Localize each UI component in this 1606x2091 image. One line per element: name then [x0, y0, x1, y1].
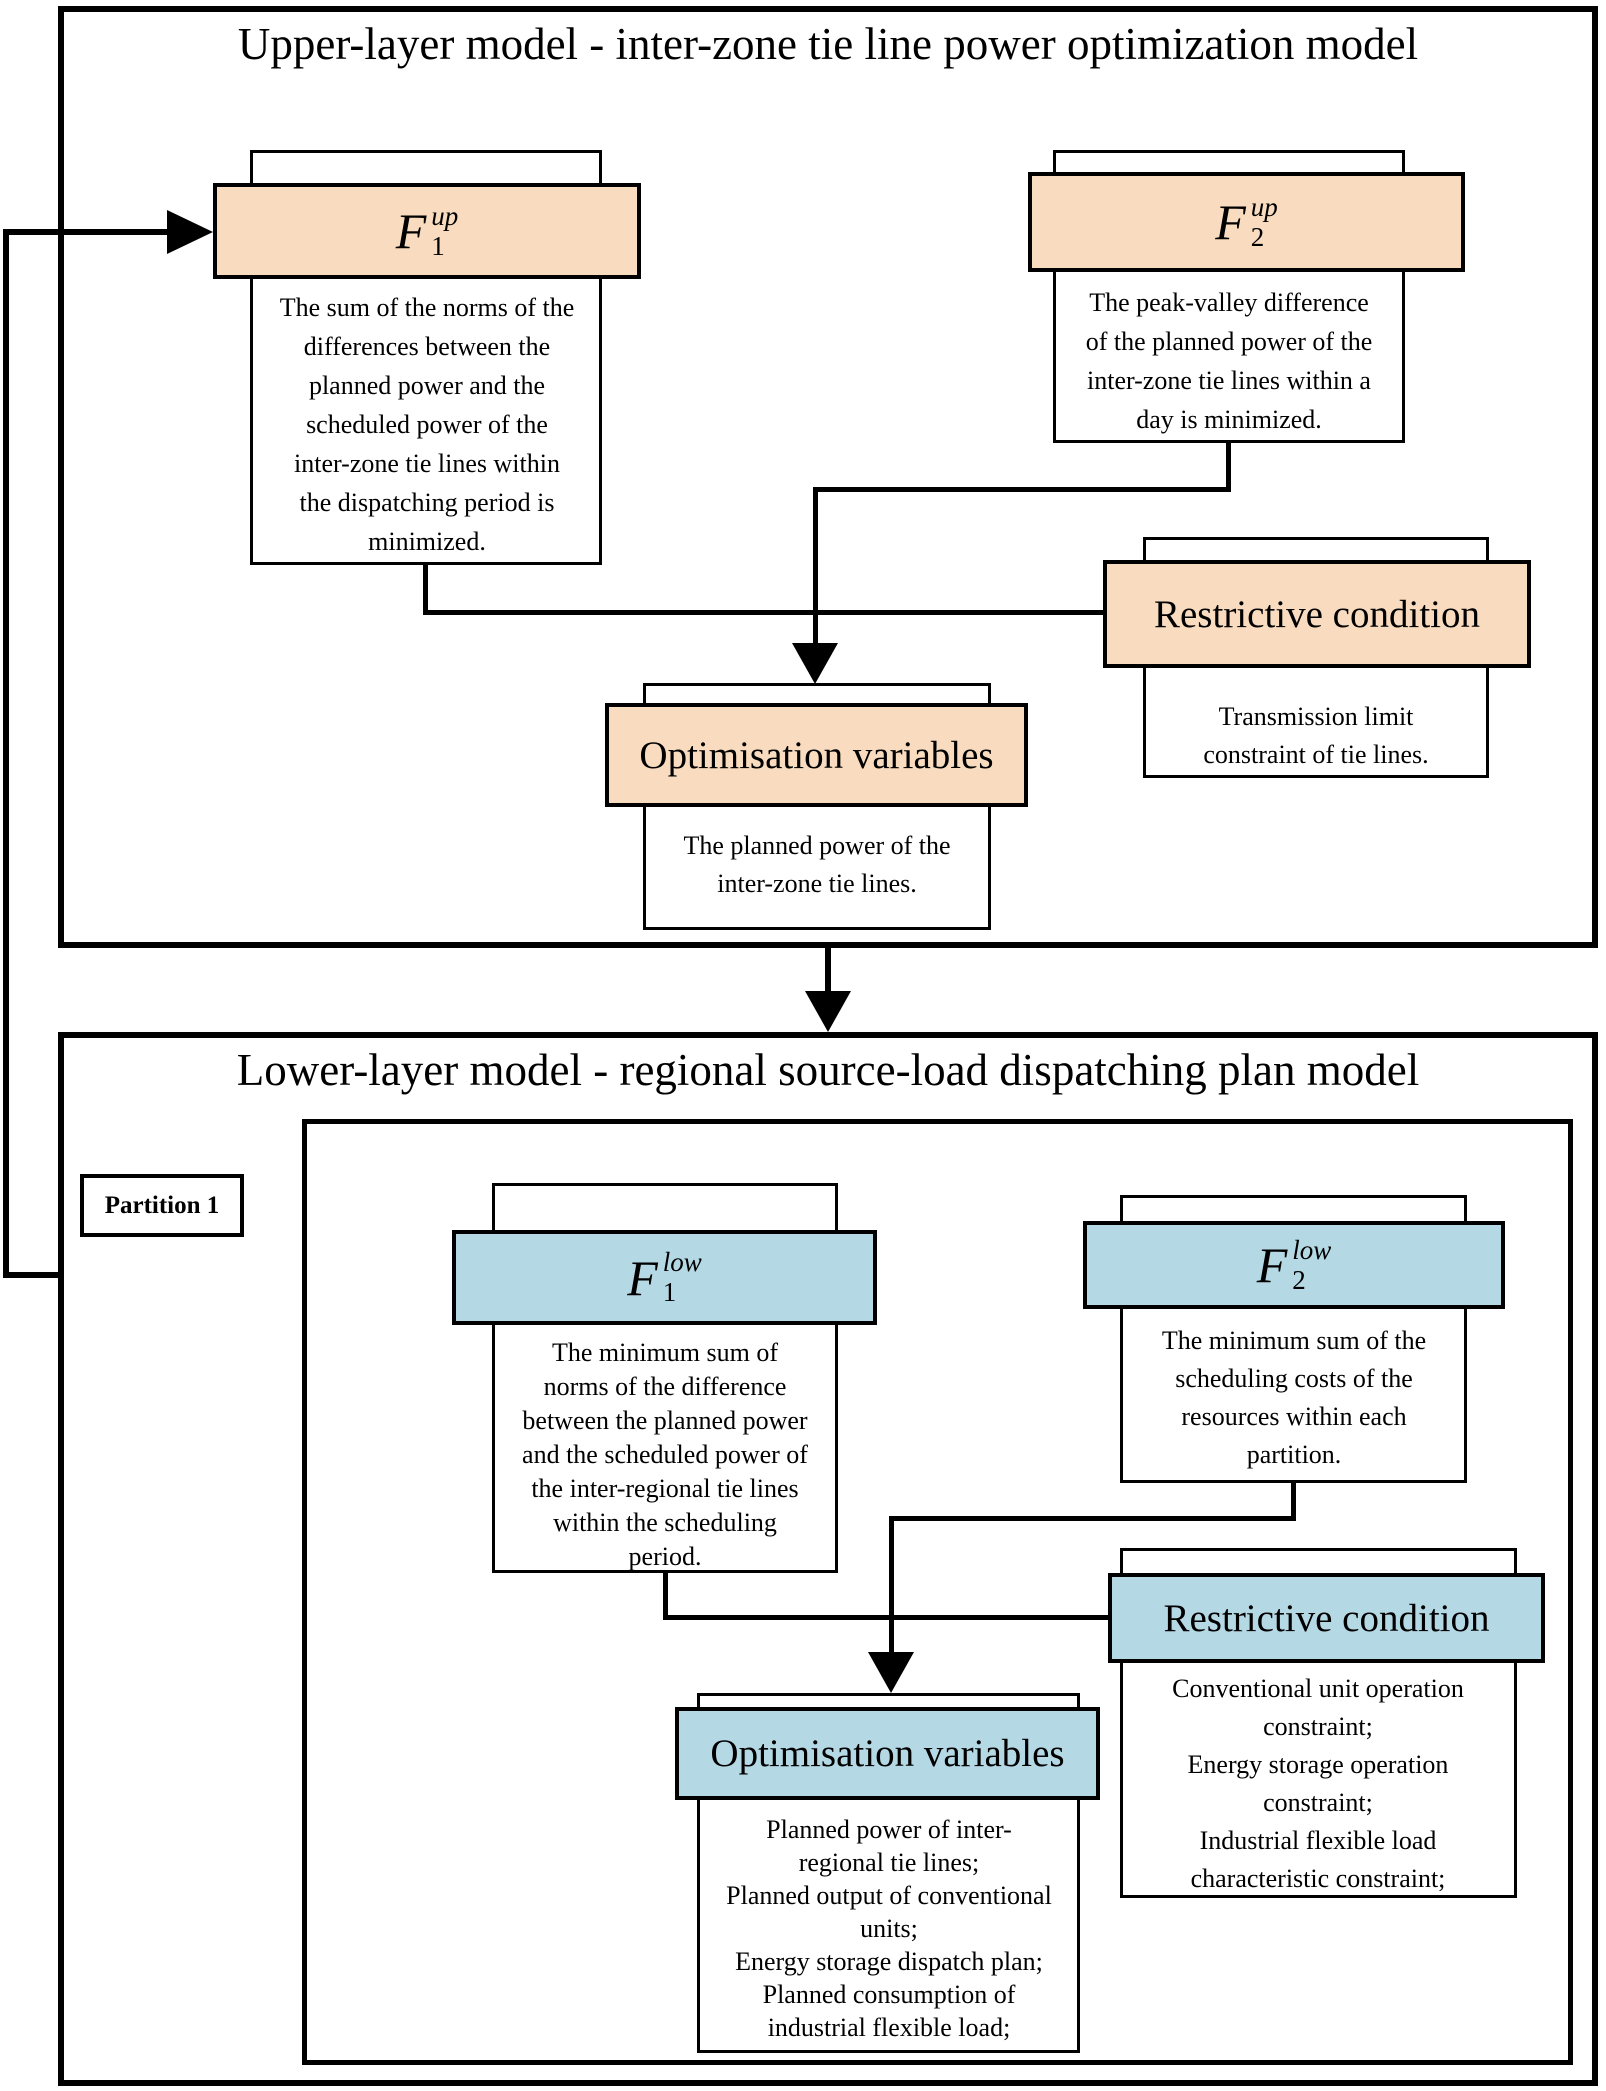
f1up-header: F up 1	[213, 183, 641, 279]
f1up-symbol-sup: up	[431, 200, 459, 231]
f2low-symbol-base: F	[1256, 1237, 1288, 1293]
f1low-header: F low 1	[452, 1230, 877, 1325]
f1low-drop-line	[663, 1571, 668, 1620]
feedback-line-horizontal-top	[3, 229, 173, 235]
lower-optvar-arrow-line	[889, 1516, 894, 1656]
f2up-horizontal-line	[813, 487, 1231, 492]
partition-1-label: Partition 1	[104, 1191, 220, 1219]
upper-optvar-label: Optimisation variables	[639, 733, 994, 777]
f2up-symbol-sup: up	[1250, 191, 1278, 222]
partition-s-box	[302, 1119, 1573, 2065]
f1low-symbol-sub: 1	[662, 1277, 677, 1307]
f1low-symbol-base: F	[627, 1249, 658, 1306]
f1up-symbol: F up 1	[395, 200, 459, 261]
feedback-line-vertical	[3, 229, 9, 1278]
f1up-symbol-base: F	[395, 203, 427, 259]
f2low-description: The minimum sum of the scheduling costs …	[1161, 1326, 1427, 1469]
f2up-header: F up 2	[1028, 172, 1465, 272]
lower-optvar-down-arrowhead-icon	[868, 1652, 914, 1693]
upper-restrictive-description: Transmission limit constraint of tie lin…	[1203, 702, 1429, 769]
feedback-right-arrowhead-icon	[167, 210, 213, 254]
f2low-horizontal-line	[889, 1516, 1296, 1521]
f1up-drop-line	[423, 563, 428, 615]
f2low-symbol: F low 2	[1256, 1234, 1332, 1295]
f2up-drop-line	[1226, 441, 1231, 492]
f2low-header: F low 2	[1083, 1221, 1505, 1309]
f1low-symbol: F low 1	[627, 1249, 702, 1306]
lower-restrictive-header: Restrictive condition	[1108, 1573, 1545, 1663]
lower-optvar-description: Planned power of inter- regional tie lin…	[726, 1815, 1052, 2042]
upper-model-title: Upper-layer model - inter-zone tie line …	[237, 19, 1419, 69]
upper-optvar-down-arrowhead-icon	[792, 643, 838, 684]
lower-optvar-label: Optimisation variables	[710, 1732, 1065, 1775]
partition-1-box: Partition 1	[80, 1174, 244, 1237]
lower-model-title: Lower-layer model - regional source-load…	[236, 1045, 1420, 1095]
f2up-symbol-sub: 2	[1250, 221, 1265, 252]
upper-restrictive-label: Restrictive condition	[1153, 592, 1480, 636]
upper-optvar-header: Optimisation variables	[605, 703, 1028, 807]
upper-optvar-description: The planned power of the inter-zone tie …	[683, 831, 951, 898]
upper-restrictive-header: Restrictive condition	[1103, 560, 1531, 668]
f2low-symbol-sup: low	[1292, 1234, 1332, 1265]
upper-junction-horizontal	[423, 610, 1105, 615]
f2up-description: The peak-valley difference of the planne…	[1085, 288, 1373, 434]
f1low-description: The minimum sum of norms of the differen…	[522, 1338, 808, 1571]
f2low-drop-line	[1291, 1481, 1296, 1521]
interlayer-down-arrowhead-icon	[805, 991, 851, 1032]
lower-optvar-header: Optimisation variables	[675, 1707, 1100, 1800]
lower-restrictive-label: Restrictive condition	[1163, 1596, 1490, 1640]
f1low-symbol-sup: low	[662, 1247, 702, 1277]
f1up-symbol-sub: 1	[431, 230, 445, 261]
interlayer-arrow-line	[825, 946, 831, 996]
upper-optvar-arrow-line	[813, 487, 818, 647]
f2low-symbol-sub: 2	[1292, 1264, 1306, 1295]
lower-junction-horizontal	[663, 1615, 1110, 1620]
f2up-symbol-base: F	[1215, 194, 1246, 250]
f2up-symbol: F up 2	[1215, 191, 1278, 252]
lower-restrictive-description: Power balance constraint; Conventional u…	[1172, 1636, 1464, 1893]
f1up-description: The sum of the norms of the differences …	[279, 293, 575, 556]
